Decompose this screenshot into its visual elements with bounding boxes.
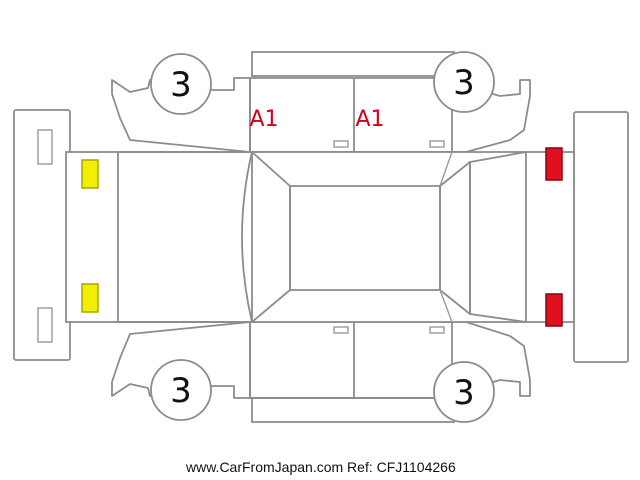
wheel-front-left: 3 [150, 53, 212, 115]
taillight-left-icon [545, 147, 563, 181]
roof-rail-left [251, 51, 455, 77]
wheel-rear-left-grade: 3 [453, 63, 475, 103]
wheel-front-right: 3 [150, 359, 212, 421]
wheel-front-left-grade: 3 [170, 65, 192, 105]
wheel-rear-right-grade: 3 [453, 373, 475, 413]
rear-door-left-damage-code: A1 [355, 107, 384, 132]
wheel-rear-right: 3 [433, 361, 495, 423]
rear-bumper [573, 111, 629, 363]
wheel-front-right-grade: 3 [170, 371, 192, 411]
roof-rail-right [251, 397, 455, 423]
watermark-text: www.CarFromJapan.com Ref: CFJ1104266 [185, 459, 456, 475]
headlight-left-icon [81, 159, 99, 189]
taillight-right-icon [545, 293, 563, 327]
taillight-icons [545, 147, 563, 327]
wheel-rear-left: 3 [433, 51, 495, 113]
headlight-icons [81, 159, 99, 313]
front-door-left-damage-code: A1 [249, 107, 278, 132]
headlight-right-icon [81, 283, 99, 313]
front-bumper [13, 109, 71, 361]
top-view-body [65, 151, 575, 323]
